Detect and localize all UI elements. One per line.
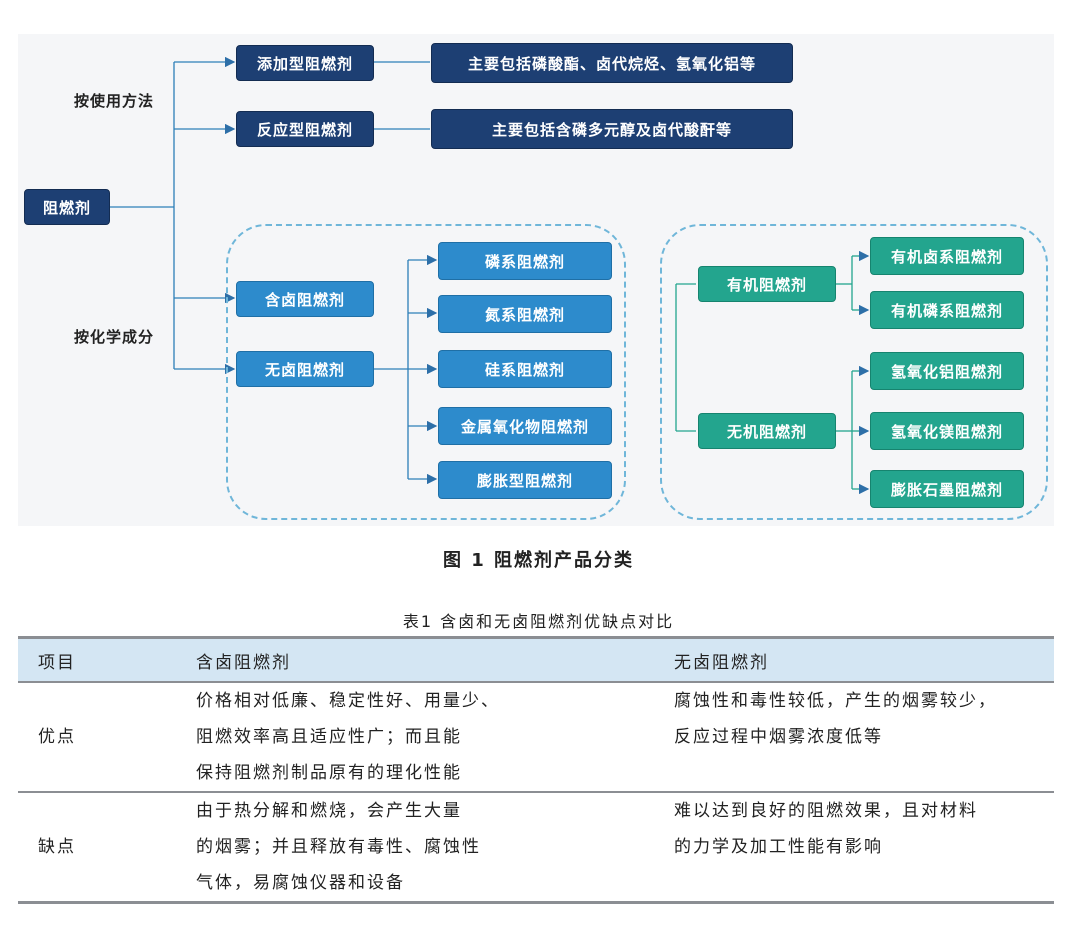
organic-node: 有机阻燃剂 — [698, 266, 836, 302]
organic-type-node: 有机卤系阻燃剂 — [870, 237, 1024, 275]
organic-type-node: 有机磷系阻燃剂 — [870, 291, 1024, 329]
root-node: 阻燃剂 — [24, 189, 110, 225]
halogen-node: 含卤阻燃剂 — [236, 281, 374, 317]
cell-line: 阻燃效率高且适应性广；而且能 — [196, 727, 462, 747]
cell-line: 腐蚀性和毒性较低，产生的烟雾较少， — [674, 691, 997, 711]
cell-line: 价格相对低廉、稳定性好、用量少、 — [196, 691, 500, 711]
header-halogen: 含卤阻燃剂 — [188, 636, 666, 683]
halogen-group-outline — [226, 224, 626, 520]
halogen-free-cell: 腐蚀性和毒性较低，产生的烟雾较少， 反应过程中烟雾浓度低等 — [666, 682, 1054, 793]
cell-line: 气体，易腐蚀仪器和设备 — [196, 873, 405, 893]
figure-caption: 图 1 阻燃剂产品分类 — [442, 550, 635, 571]
table-row: 缺点 由于热分解和燃烧，会产生大量 的烟雾；并且释放有毒性、腐蚀性 气体，易腐蚀… — [18, 792, 1054, 904]
table-header-row: 项目 含卤阻燃剂 无卤阻燃剂 — [18, 636, 1054, 683]
organic-inorganic-group-outline — [660, 224, 1048, 520]
additive-desc-node: 主要包括磷酸酯、卤代烷烃、氢氧化铝等 — [431, 43, 793, 83]
halogen-free-type-node: 金属氧化物阻燃剂 — [438, 407, 612, 445]
cell-line: 反应过程中烟雾浓度低等 — [674, 727, 883, 747]
halogen-free-node: 无卤阻燃剂 — [236, 351, 374, 387]
row-label: 缺点 — [18, 792, 188, 904]
additive-node: 添加型阻燃剂 — [236, 45, 374, 81]
connector-lines — [110, 56, 870, 495]
cell-line: 的烟雾；并且释放有毒性、腐蚀性 — [196, 837, 481, 857]
reactive-desc-node: 主要包括含磷多元醇及卤代酸酐等 — [431, 109, 793, 149]
halogen-free-type-node: 硅系阻燃剂 — [438, 350, 612, 388]
inorganic-node: 无机阻燃剂 — [698, 413, 836, 449]
cell-line: 保持阻燃剂制品原有的理化性能 — [196, 763, 462, 783]
header-halogen-free: 无卤阻燃剂 — [666, 636, 1054, 683]
table-row: 优点 价格相对低廉、稳定性好、用量少、 阻燃效率高且适应性广；而且能 保持阻燃剂… — [18, 682, 1054, 793]
inorganic-type-node: 膨胀石墨阻燃剂 — [870, 470, 1024, 508]
header-item: 项目 — [18, 636, 188, 683]
row-label: 优点 — [18, 682, 188, 793]
reactive-node: 反应型阻燃剂 — [236, 111, 374, 147]
by-method-label: 按使用方法 — [74, 92, 155, 110]
table-caption: 表1 含卤和无卤阻燃剂优缺点对比 — [402, 612, 675, 631]
halogen-cell: 由于热分解和燃烧，会产生大量 的烟雾；并且释放有毒性、腐蚀性 气体，易腐蚀仪器和… — [188, 792, 666, 904]
inorganic-type-node: 氢氧化镁阻燃剂 — [870, 412, 1024, 450]
inorganic-type-node: 氢氧化铝阻燃剂 — [870, 352, 1024, 390]
cell-line: 难以达到良好的阻燃效果，且对材料 — [674, 801, 978, 821]
classification-diagram: 阻燃剂 按使用方法 按化学成分 添加型阻燃剂 反应型阻燃剂 主要包括磷酸酯、卤代… — [18, 34, 1054, 526]
cell-line: 由于热分解和燃烧，会产生大量 — [196, 801, 462, 821]
halogen-free-type-node: 膨胀型阻燃剂 — [438, 461, 612, 499]
by-chemistry-label: 按化学成分 — [74, 328, 155, 346]
halogen-free-type-node: 氮系阻燃剂 — [438, 295, 612, 333]
halogen-free-type-node: 磷系阻燃剂 — [438, 242, 612, 280]
halogen-cell: 价格相对低廉、稳定性好、用量少、 阻燃效率高且适应性广；而且能 保持阻燃剂制品原… — [188, 682, 666, 793]
cell-line: 的力学及加工性能有影响 — [674, 837, 883, 857]
comparison-table: 项目 含卤阻燃剂 无卤阻燃剂 优点 价格相对低廉、稳定性好、用量少、 阻燃效率高… — [18, 636, 1054, 904]
halogen-free-cell: 难以达到良好的阻燃效果，且对材料 的力学及加工性能有影响 — [666, 792, 1054, 904]
